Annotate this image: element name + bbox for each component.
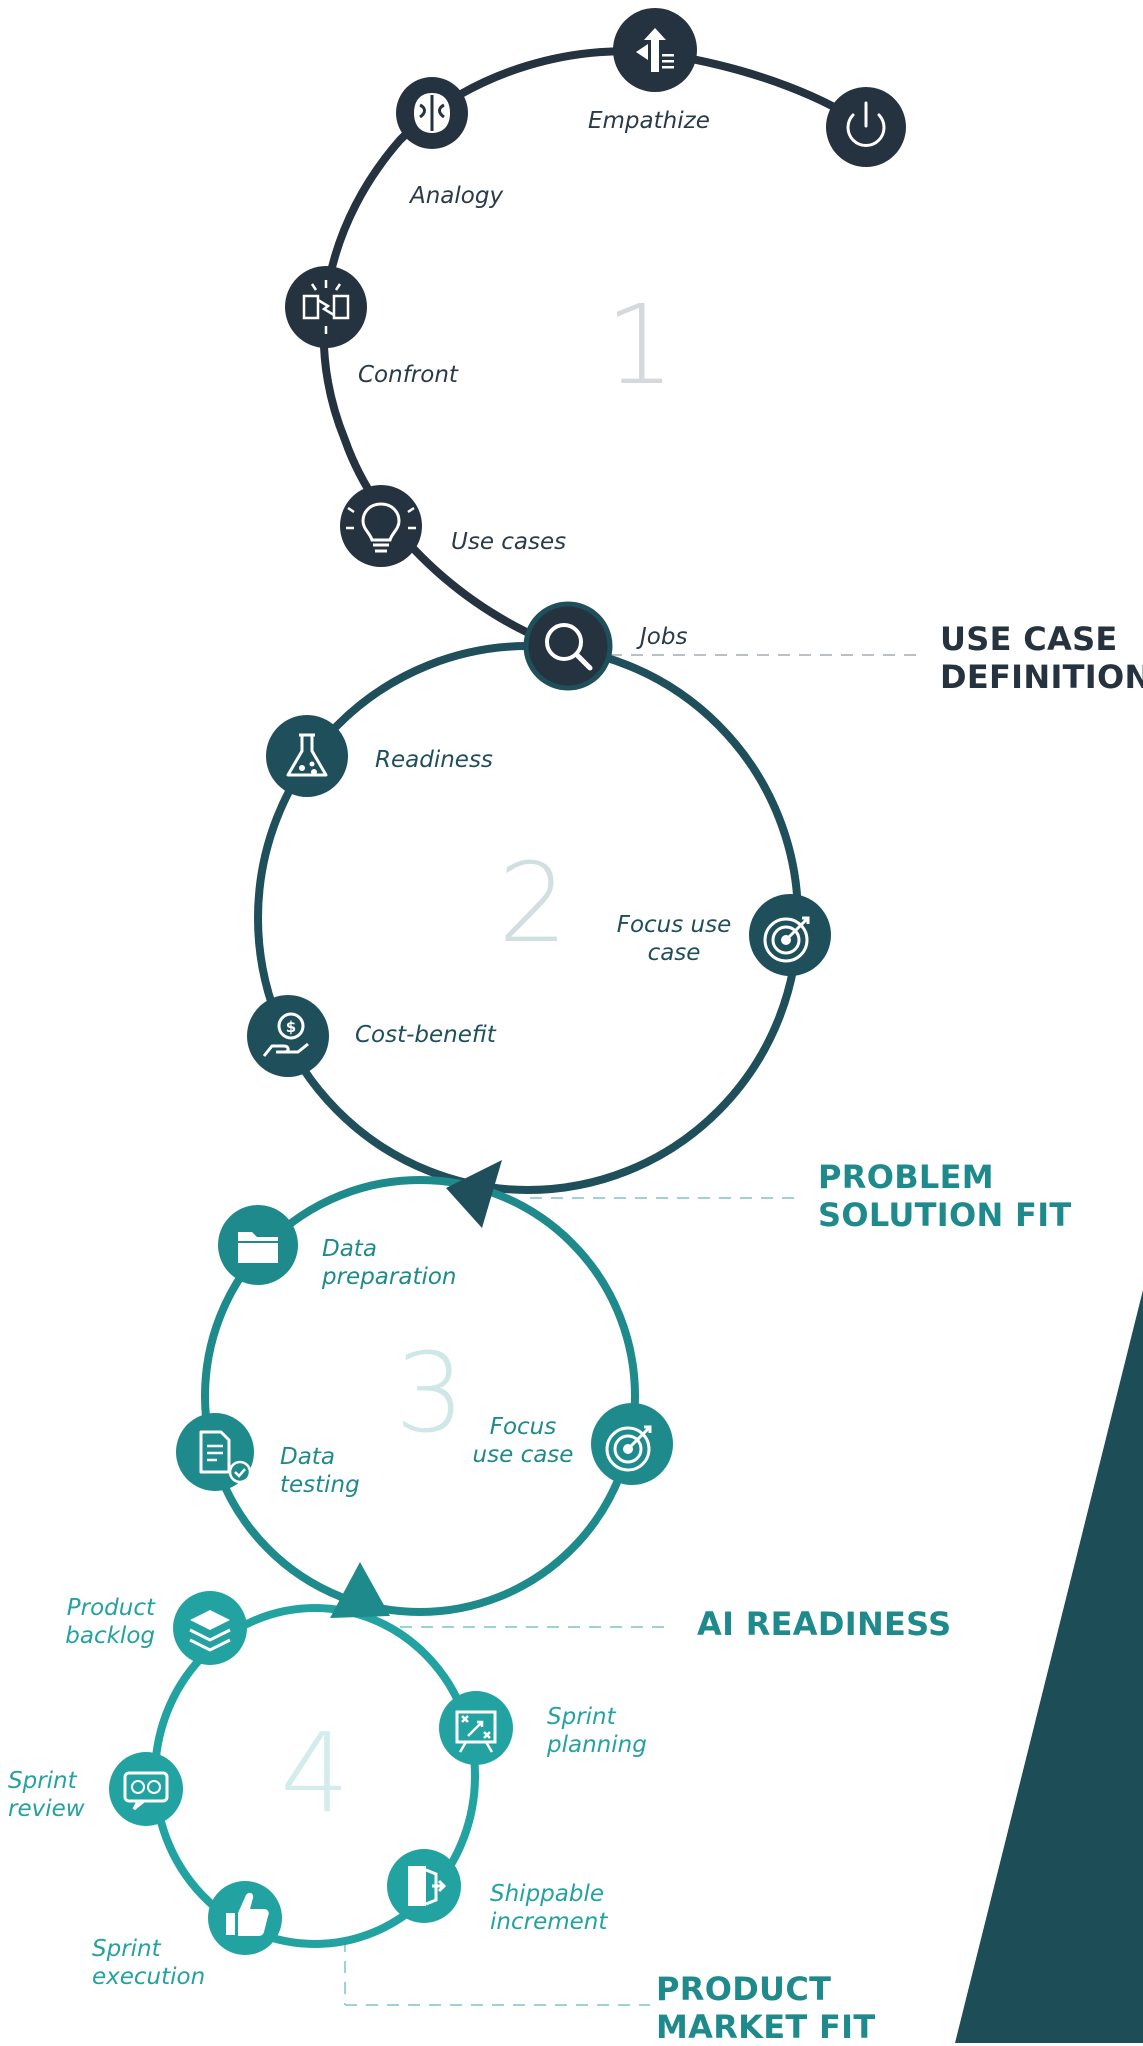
step-label-analogy: Analogy — [410, 183, 504, 209]
step-label-shippable-increment: Shippable increment — [490, 1881, 608, 1935]
step-label-product-backlog: Product backlog — [65, 1595, 155, 1649]
step-label-sprint-execution: Sprint execution — [92, 1936, 206, 1990]
milestone-use-case-definition: USE CASE DEFINITION — [940, 620, 1143, 696]
layers-icon — [173, 1591, 247, 1665]
stage-number: 2 — [498, 839, 568, 967]
coin-hand-icon: $ — [247, 995, 329, 1077]
step-label-use-cases: Use cases — [451, 529, 567, 555]
step-label-empathize: Empathize — [588, 108, 710, 134]
stage-3-ring — [201, 1176, 639, 1616]
stage-number: 3 — [395, 1329, 465, 1457]
step-label-jobs: Jobs — [640, 624, 688, 650]
strategy-board-icon — [439, 1691, 513, 1765]
milestone-connectors — [344, 654, 920, 2006]
arrow-stage-2-to-3 — [446, 1160, 502, 1228]
brain-lightning-icon — [285, 266, 367, 348]
step-label-data-testing: Data testing — [280, 1444, 360, 1498]
step-label-readiness: Readiness — [375, 747, 493, 773]
svg-text:$: $ — [286, 1018, 296, 1036]
target-icon — [749, 894, 831, 976]
step-label-focus-use-case: Focus use case — [616, 912, 732, 966]
signpost-icon — [613, 8, 697, 92]
step-label-focus-use-case: Focus use case — [472, 1414, 574, 1468]
target-icon — [591, 1403, 673, 1485]
folder-icon — [218, 1205, 298, 1285]
magnifier-icon — [523, 601, 613, 691]
step-label-sprint-planning: Sprint planning — [547, 1704, 647, 1758]
flask-icon — [266, 715, 348, 797]
step-label-data-preparation: Data preparation — [322, 1236, 457, 1290]
exit-door-icon — [387, 1849, 461, 1923]
step-label-confront: Confront — [358, 362, 458, 388]
lightbulb-icon — [340, 485, 422, 567]
checked-document-icon — [176, 1413, 254, 1491]
stage-number: 4 — [280, 1709, 350, 1837]
step-label-sprint-review: Sprint review — [8, 1768, 85, 1822]
power-icon — [826, 87, 906, 167]
stage-number: 1 — [605, 281, 675, 409]
background-panel — [955, 1290, 1143, 2043]
chat-faces-icon — [109, 1752, 183, 1826]
milestone-product-market-fit: PRODUCT MARKET FIT — [656, 1970, 876, 2046]
arrow-stage-3-to-4 — [330, 1562, 390, 1618]
step-label-cost-benefit: Cost-benefit — [355, 1022, 496, 1048]
milestone-ai-readiness: AI READINESS — [697, 1605, 952, 1643]
thumbs-up-icon — [208, 1881, 282, 1955]
milestone-problem-solution-fit: PROBLEM SOLUTION FIT — [818, 1158, 1072, 1234]
brain-icon — [396, 77, 468, 149]
